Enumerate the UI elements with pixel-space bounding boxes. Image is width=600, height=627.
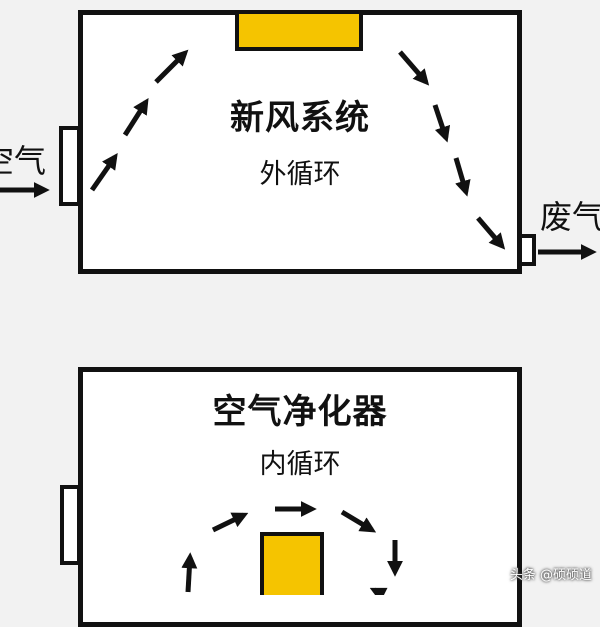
- flow-arrow: [89, 153, 118, 192]
- top-fan-unit: [235, 10, 363, 51]
- flow-arrow: [398, 50, 430, 86]
- flow-arrow: [211, 512, 249, 533]
- exhaust-vent: [518, 234, 536, 266]
- waste-air-label: 废气: [540, 198, 600, 236]
- air-intake-label: 空气: [0, 142, 47, 180]
- flow-arrow: [154, 49, 189, 84]
- purifier-unit: [260, 532, 324, 595]
- flow-arrow: [476, 216, 506, 250]
- internal-circulation-label: 内循环: [259, 449, 341, 480]
- fresh-air-system-title: 新风系统: [230, 98, 370, 138]
- flow-arrow: [453, 157, 471, 197]
- flow-arrow: [369, 587, 388, 595]
- flow-arrow: [181, 552, 198, 593]
- external-circulation-label: 外循环: [259, 159, 341, 190]
- bottom-side-vent: [60, 485, 81, 565]
- watermark: 头条 @硕硕道: [509, 568, 592, 583]
- flow-arrow: [122, 97, 149, 137]
- flow-arrow: [340, 509, 377, 533]
- air-purifier-title: 空气净化器: [212, 392, 388, 432]
- diagram-shapes: [0, 10, 597, 595]
- flow-arrow: [432, 104, 451, 143]
- intake-vent: [59, 126, 81, 206]
